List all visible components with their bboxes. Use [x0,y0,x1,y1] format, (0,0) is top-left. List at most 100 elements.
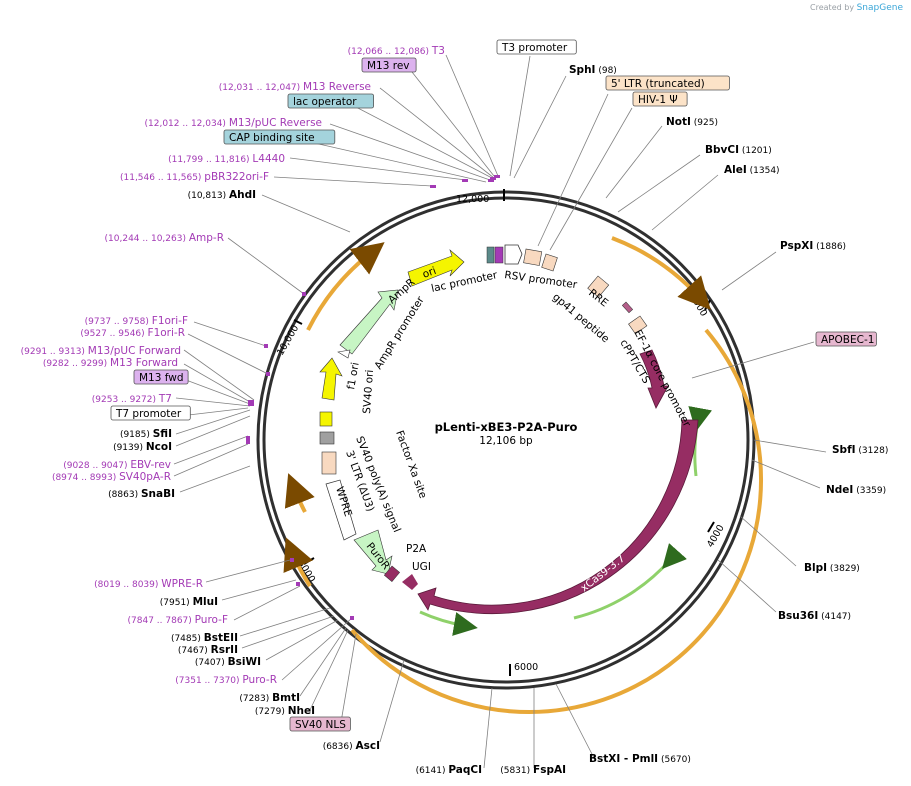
paqci-site: (6141) PaqCI [416,764,482,776]
ebv-rev-primer: (9028 .. 9047) EBV-rev [63,459,171,471]
arc-orange-ampr [306,242,385,331]
amp-r-primer-text: (10,244 .. 10,263) Amp-R [105,232,224,244]
rsrii-site-text: (7467) RsrII [178,644,238,656]
label-f1-ori: f1 ori [345,361,362,390]
hiv1-psi-feature [523,248,543,266]
sv40pa-r-primer-text: (8974 .. 8993) SV40pA-R [52,471,171,483]
arc-orange-wpre [284,473,315,513]
snabi-site-text: (8863) SnaBI [108,488,175,500]
outer-labels: (12,066 .. 12,086) T3 M13 rev (12,031 .. 1… [21,39,888,776]
xcas9-label: xCas9-3.7 [578,553,627,595]
sphi-site: SphI (98) [569,64,617,76]
xcas9-arrow[interactable] [417,419,699,615]
f1ori-f-primer-text: (9737 .. 9758) F1ori-F [85,315,188,327]
ndei-site: NdeI (3359) [826,484,886,496]
sfii-site-text: (9185) SfiI [120,428,172,440]
hiv1-psi-box-text: HIV-1 Ψ [638,94,678,106]
puro-r-primer-text: (7351 .. 7370) Puro-R [175,674,277,686]
primer-markers [246,175,500,620]
factor-xa-grey [319,431,335,445]
ltr-feature [541,253,558,272]
m13-forward-primer-text: (9282 .. 9299) M13 Forward [43,357,178,369]
bsiwi-site-text: (7407) BsiWI [195,656,261,668]
arc-green-3 [419,610,478,636]
alei-site: AleI (1354) [724,164,780,176]
snapgene-credit: Created by SnapGene [810,3,903,13]
blpi-site: BlpI (3829) [804,562,860,574]
snapgene-logo-text: SnapGene [856,3,903,13]
m13-puc-forward-primer: (9291 .. 9313) M13/pUC Forward [21,345,181,357]
arc-orange-puro [283,537,313,588]
nhei-site-text: (7279) NheI [255,705,315,717]
snabi-site: (8863) SnaBI [108,488,175,500]
m13-reverse-primer-text: (12,031 .. 12,047) M13 Reverse [219,81,371,93]
ampr-arrow[interactable] [339,289,399,355]
sbfi-site-text: SbfI (3128) [832,444,888,456]
label-sv40-ori: SV40 ori [361,369,376,414]
pspxi-site-text: PspXI (1886) [780,240,846,252]
ef1a-promoter-arrow[interactable] [639,349,669,409]
tick-label-12000: 12,000 [456,194,489,205]
ltr-truncated-box: 5' LTR (truncated) [605,75,730,91]
asci-site: (6836) AscI [323,740,380,752]
t3-primer-text: (12,066 .. 12,086) T3 [348,45,445,57]
cap-binding-site-box-text: CAP binding site [229,132,315,144]
puro-f-primer-text: (7847 .. 7867) Puro-F [128,614,228,626]
ugi-arrow[interactable] [402,574,418,590]
t7-promoter-box: T7 promoter [110,405,191,421]
f1ori-r-primer: (9527 .. 9546) F1ori-R [80,327,185,339]
wpre-arrow[interactable] [325,479,357,541]
apobec1-box: APOBEC-1 [815,331,877,347]
ahdi-site-text: (10,813) AhdI [188,189,256,201]
pspxi-site: PspXI (1886) [780,240,846,252]
m13-puc-forward-primer-text: (9291 .. 9313) M13/pUC Forward [21,345,181,357]
ampr-promoter-arrow[interactable] [337,349,351,359]
ori-inner-label: ori [421,265,438,281]
m13-rev-box-text: M13 rev [367,60,410,72]
paqci-site-text: (6141) PaqCI [416,764,482,776]
rsrii-site: (7467) RsrII [178,644,238,656]
puror-arrow[interactable] [353,529,393,575]
sv40pa-r-primer: (8974 .. 8993) SV40pA-R [52,471,171,483]
sfii-site: (9185) SfiI [120,428,172,440]
f1ori-f-primer: (9737 .. 9758) F1ori-F [85,315,188,327]
blpi-site-text: BlpI (3829) [804,562,860,574]
amp-r-primer: (10,244 .. 10,263) Amp-R [105,232,224,244]
f1-ori-arrow[interactable] [319,357,343,401]
tick-label-6000: 6000 [514,662,538,673]
puro-f-primer: (7847 .. 7867) Puro-F [128,614,228,626]
mlui-site-text: (7951) MluI [160,596,218,608]
bsu36i-site-text: Bsu36I (4147) [778,610,851,622]
label-ugi: UGI [412,561,431,573]
bsteii-site: (7485) BstEII [171,632,238,644]
label-rsv-promoter: RSV promoter [504,269,579,291]
l4440-primer-text: (11,799 .. 11,816) L4440 [168,153,285,165]
ltr-truncated-box-text: 5' LTR (truncated) [611,78,705,90]
alei-site-text: AleI (1354) [724,164,780,176]
fspai-site: (5831) FspAI [500,764,566,776]
wpre-r-primer-text: (8019 .. 8039) WPRE-R [94,578,203,590]
sv40-polya-peach [321,451,337,475]
bbvci-site-text: BbvCI (1201) [705,144,772,156]
sbfi-site: SbfI (3128) [832,444,888,456]
rre-feature [587,275,610,298]
m13-forward-primer: (9282 .. 9299) M13 Forward [43,357,178,369]
ncoi-site-text: (9139) NcoI [113,441,172,453]
bstxi-pmli-site-text: BstXI - PmlI (5670) [589,753,691,765]
arc-orange-apobec [611,236,711,310]
backbone-inner [262,196,750,684]
puro-r-primer: (7351 .. 7370) Puro-R [175,674,277,686]
pbr322ori-f-primer-text: (11,546 .. 11,565) pBR322ori-F [120,171,269,183]
l4440-primer: (11,799 .. 11,816) L4440 [168,153,285,165]
cppt-feature [628,315,648,335]
sv40-nls-box-text: SV40 NLS [295,719,346,731]
nhei-site: (7279) NheI [255,705,315,717]
t7-primer-text: (9253 .. 9272) T7 [92,393,172,405]
hiv1-psi-box: HIV-1 Ψ [632,91,688,107]
ori-arrow[interactable] [407,249,465,287]
bsteii-site-text: (7485) BstEII [171,632,238,644]
credit-prefix: Created by [810,3,855,12]
wpre-r-primer: (8019 .. 8039) WPRE-R [94,578,203,590]
pbr322ori-f-primer: (11,546 .. 11,565) pBR322ori-F [120,171,269,183]
